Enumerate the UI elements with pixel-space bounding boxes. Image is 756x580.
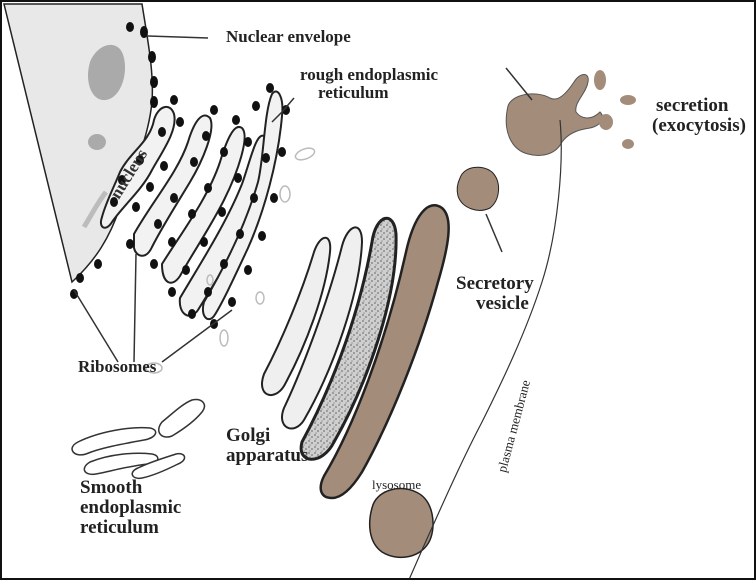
nucleolus-small <box>88 134 106 150</box>
label-lysosome: lysosome <box>372 478 421 492</box>
secretory-vesicle <box>457 167 498 210</box>
label-ribosomes: Ribosomes <box>78 358 156 376</box>
label-secretion: secretion (exocytosis) <box>652 96 746 136</box>
smooth-er <box>72 400 204 479</box>
label-golgi-apparatus: Golgi apparatus <box>226 426 308 466</box>
secreted-particles <box>594 70 636 149</box>
label-rough-er: rough endoplasmic reticulum <box>300 66 438 102</box>
label-smooth-er: Smooth endoplasmic reticulum <box>80 478 181 538</box>
label-nuclear-envelope: Nuclear envelope <box>226 28 351 46</box>
label-secretory-vesicle: Secretory vesicle <box>456 274 534 314</box>
